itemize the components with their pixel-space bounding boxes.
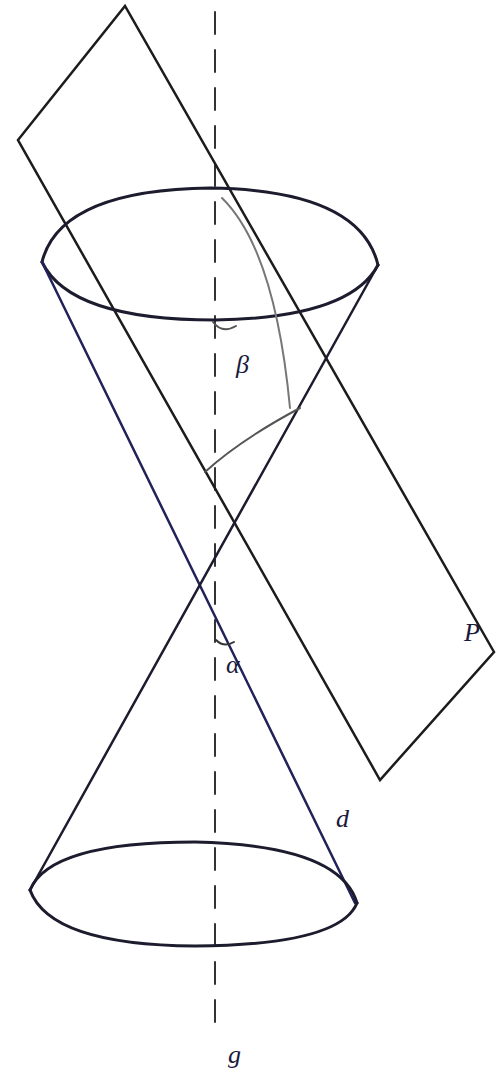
cone-generator <box>42 262 355 903</box>
cone-generator <box>30 265 378 890</box>
angle-arc <box>213 322 236 329</box>
lower-rim-front <box>30 890 357 946</box>
figure-label: P <box>464 620 480 646</box>
cutting-plane <box>18 6 494 780</box>
angle-arc <box>216 640 234 645</box>
figure-label: α <box>226 652 240 678</box>
upper-rim-front <box>42 262 378 320</box>
figure-label: d <box>336 806 349 832</box>
figure-label: g <box>228 1042 241 1068</box>
figure-label: β <box>236 352 249 378</box>
section-curve <box>222 198 290 408</box>
upper-rim-back <box>42 188 378 265</box>
section-curve <box>205 408 300 472</box>
lower-rim-back <box>30 842 357 903</box>
